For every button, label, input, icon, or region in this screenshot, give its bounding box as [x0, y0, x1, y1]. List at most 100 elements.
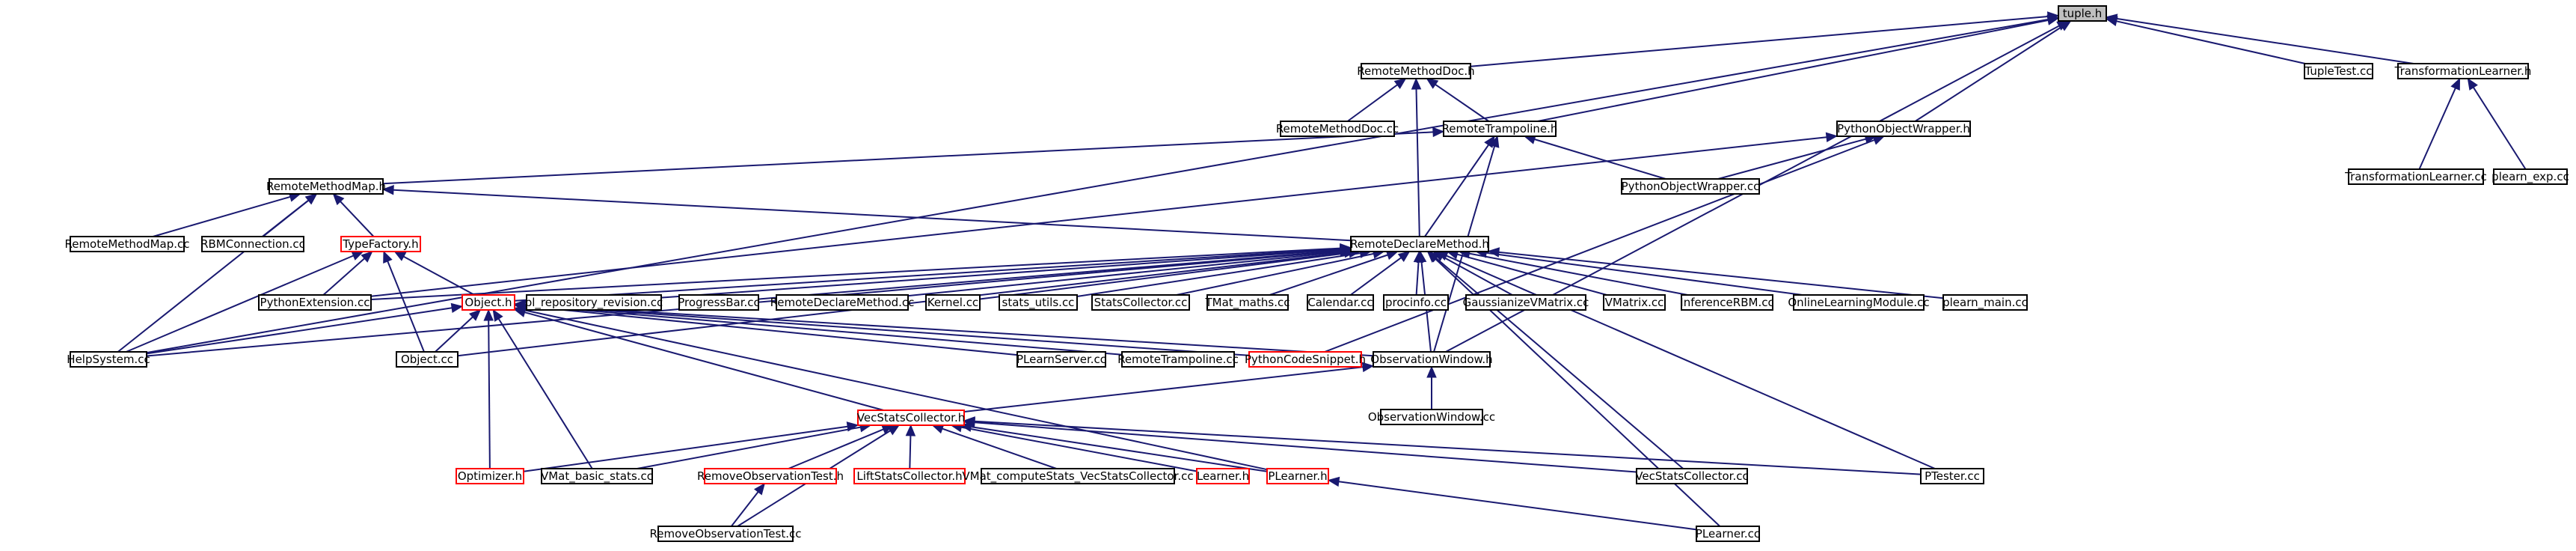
node-rmmap-h[interactable]: RemoteMethodMap.h [266, 178, 386, 195]
node-rtramp-cc[interactable]: RemoteTrampoline.cc [1117, 351, 1239, 368]
node-box[interactable] [340, 236, 421, 252]
node-box[interactable] [1307, 294, 1374, 311]
node-tuple-h[interactable]: tuple.h [2058, 5, 2107, 22]
node-plearnmain-cc[interactable]: plearn_main.cc [1942, 294, 2028, 311]
node-plearner-cc[interactable]: PLearner.cc [1696, 526, 1760, 542]
node-kernel-cc[interactable]: Kernel.cc [925, 294, 981, 311]
node-box[interactable] [396, 351, 459, 368]
node-remobs-h[interactable]: RemoveObservationTest.h [697, 468, 844, 484]
node-rdm-h[interactable]: RemoteDeclareMethod.h [1350, 236, 1489, 252]
node-vmatcomp-cc[interactable]: VMat_computeStats_VecStatsCollector.cc [962, 468, 1194, 484]
node-box[interactable] [541, 468, 653, 484]
node-rtramp-h[interactable]: RemoteTrampoline.h [1442, 121, 1558, 137]
node-procinfo-cc[interactable]: procinfo.cc [1383, 294, 1449, 311]
node-rmdoc-cc[interactable]: RemoteMethodDoc.cc [1276, 121, 1399, 137]
node-box[interactable] [1603, 294, 1666, 311]
node-box[interactable] [1361, 63, 1471, 79]
node-box[interactable] [999, 294, 1078, 311]
node-box[interactable] [1465, 294, 1586, 311]
node-tupletest-cc[interactable]: TupleTest.cc [2304, 63, 2373, 79]
node-box[interactable] [70, 236, 185, 252]
node-rbmconn-cc[interactable]: RBMConnection.cc [200, 236, 305, 252]
node-ptester-cc[interactable]: PTester.cc [1920, 468, 1984, 484]
node-box[interactable] [1121, 351, 1235, 368]
node-vecsc-cc[interactable]: VecStatsCollector.cc [1635, 468, 1749, 484]
node-box[interactable] [704, 468, 837, 484]
node-box[interactable] [269, 178, 384, 195]
node-box[interactable] [1266, 468, 1329, 484]
node-onlinelm-cc[interactable]: OnlineLearningModule.cc [1788, 294, 1930, 311]
node-learner-h[interactable]: Learner.h [1196, 468, 1250, 484]
node-box[interactable] [258, 294, 372, 311]
node-box[interactable] [1196, 468, 1250, 484]
node-optimizer-h[interactable]: Optimizer.h [456, 468, 524, 484]
node-obswin-h[interactable]: ObservationWindow.h [1370, 351, 1493, 368]
node-infrbm-cc[interactable]: InferenceRBM.cc [1680, 294, 1774, 311]
node-vmatbasic-cc[interactable]: VMat_basic_stats.cc [541, 468, 653, 484]
node-plrepo-cc[interactable]: pl_repository_revision.cc [525, 294, 663, 311]
node-box[interactable] [1443, 121, 1557, 137]
node-box[interactable] [1836, 121, 1971, 137]
node-pycode-h[interactable]: PythonCodeSnippet.h [1245, 351, 1366, 368]
node-box[interactable] [70, 351, 147, 368]
node-progressbar-cc[interactable]: ProgressBar.cc [678, 294, 760, 311]
node-box[interactable] [1280, 121, 1395, 137]
node-obswin-cc[interactable]: ObservationWindow.cc [1368, 409, 1495, 425]
node-box[interactable] [925, 294, 981, 311]
node-box[interactable] [1373, 351, 1491, 368]
node-box[interactable] [1696, 526, 1760, 542]
node-vmatrix-cc[interactable]: VMatrix.cc [1603, 294, 1666, 311]
node-box[interactable] [456, 468, 524, 484]
node-box[interactable] [1636, 468, 1748, 484]
node-box[interactable] [1920, 468, 1984, 484]
node-box[interactable] [1621, 178, 1760, 195]
node-box[interactable] [1248, 351, 1362, 368]
node-box[interactable] [1091, 294, 1190, 311]
node-statsutils-cc[interactable]: stats_utils.cc [999, 294, 1078, 311]
node-calendar-cc[interactable]: Calendar.cc [1307, 294, 1374, 311]
node-box[interactable] [461, 294, 515, 311]
node-plearn-exp-cc[interactable]: plearn_exp.cc [2491, 168, 2569, 185]
node-plserver-cc[interactable]: PLearnServer.cc [1016, 351, 1106, 368]
node-rdm-cc[interactable]: RemoteDeclareMethod.cc [770, 294, 915, 311]
node-gaussvm-cc[interactable]: GaussianizeVMatrix.cc [1463, 294, 1589, 311]
node-box[interactable] [1016, 351, 1106, 368]
node-box[interactable] [2493, 168, 2568, 185]
node-typefactory-h[interactable]: TypeFactory.h [340, 236, 421, 252]
node-object-h[interactable]: Object.h [461, 294, 515, 311]
node-box[interactable] [657, 526, 794, 542]
node-box[interactable] [2304, 63, 2373, 79]
node-box[interactable] [1793, 294, 1925, 311]
node-box[interactable] [526, 294, 662, 311]
node-box[interactable] [857, 410, 965, 426]
node-box[interactable] [1380, 409, 1483, 425]
node-vecsc-h[interactable]: VecStatsCollector.h [857, 410, 965, 426]
node-box[interactable] [1350, 236, 1489, 252]
node-pyobjw-h[interactable]: PythonObjectWrapper.h [1836, 121, 1971, 137]
node-liftsc-h[interactable]: LiftStatsCollector.h [853, 468, 966, 484]
node-helpsys-cc[interactable]: HelpSystem.cc [67, 351, 150, 368]
node-tmatmaths-cc[interactable]: TMat_maths.cc [1205, 294, 1290, 311]
node-box[interactable] [678, 294, 759, 311]
node-remobs-cc[interactable]: RemoveObservationTest.cc [649, 526, 802, 542]
node-box[interactable] [2397, 63, 2529, 79]
node-statscoll-cc[interactable]: StatsCollector.cc [1091, 294, 1190, 311]
node-rmdoc-h[interactable]: RemoteMethodDoc.h [1357, 63, 1475, 79]
node-box[interactable] [1681, 294, 1773, 311]
node-pyobjw-cc[interactable]: PythonObjectWrapper.cc [1621, 178, 1760, 195]
node-box[interactable] [201, 236, 304, 252]
node-box[interactable] [853, 468, 966, 484]
node-tlearner-h[interactable]: TransformationLearner.h [2394, 63, 2532, 79]
node-box[interactable] [1942, 294, 2028, 311]
node-box[interactable] [776, 294, 909, 311]
node-rmmap-cc[interactable]: RemoteMethodMap.cc [64, 236, 190, 252]
node-box[interactable] [1206, 294, 1289, 311]
node-box[interactable] [2348, 168, 2484, 185]
node-box[interactable] [2058, 5, 2107, 22]
node-tlearner-cc[interactable]: TransformationLearner.cc [2344, 168, 2487, 185]
node-plearner-h[interactable]: PLearner.h [1266, 468, 1329, 484]
node-object-cc[interactable]: Object.cc [396, 351, 459, 368]
node-box[interactable] [1383, 294, 1449, 311]
node-box[interactable] [981, 468, 1175, 484]
node-pyext-cc[interactable]: PythonExtension.cc [258, 294, 372, 311]
